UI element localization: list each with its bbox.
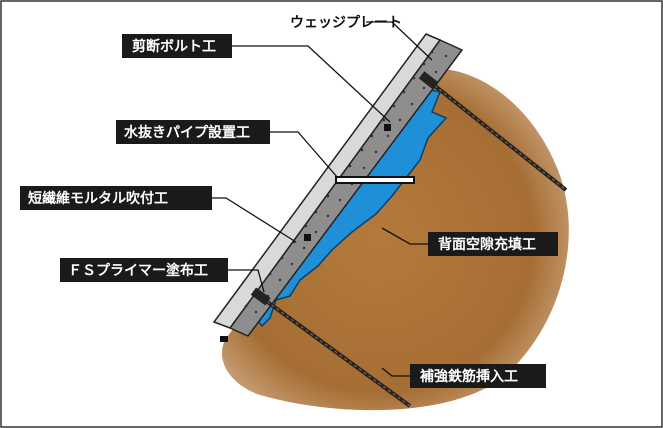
rebar-lower [250,287,412,408]
drain-pipe [335,176,415,184]
label-backfill: 背面空隙充填工 [428,232,558,256]
label-fiber-mortar-text: 短繊維モルタル吹付工 [28,190,168,207]
label-fiber-mortar: 短繊維モルタル吹付工 [20,186,212,210]
leader-lines [212,21,433,377]
label-drain-pipe: 水抜きパイプ設置工 [116,120,270,144]
rebar-upper [418,71,568,192]
fiber-mortar-layer [212,33,442,329]
label-rebar-insertion-text: 補強鉄筋挿入工 [419,368,518,385]
label-fs-primer: ＦＳプライマー塗布工 [60,258,228,282]
label-shear-bolt-text: 剪断ボルト工 [132,38,216,55]
soil-mass [221,68,569,411]
label-backfill-text: 背面空隙充填工 [438,236,536,253]
label-shear-bolt: 剪断ボルト工 [122,34,232,58]
label-drain-pipe-text: 水抜きパイプ設置工 [124,124,250,141]
label-wedge-plate: ウェッジプレート [290,15,402,31]
surface-anchors [220,124,391,342]
label-wedge-plate-text: ウェッジプレート [290,15,402,31]
label-rebar-insertion: 補強鉄筋挿入工 [410,364,546,388]
label-fs-primer-text: ＦＳプライマー塗布工 [68,262,208,279]
